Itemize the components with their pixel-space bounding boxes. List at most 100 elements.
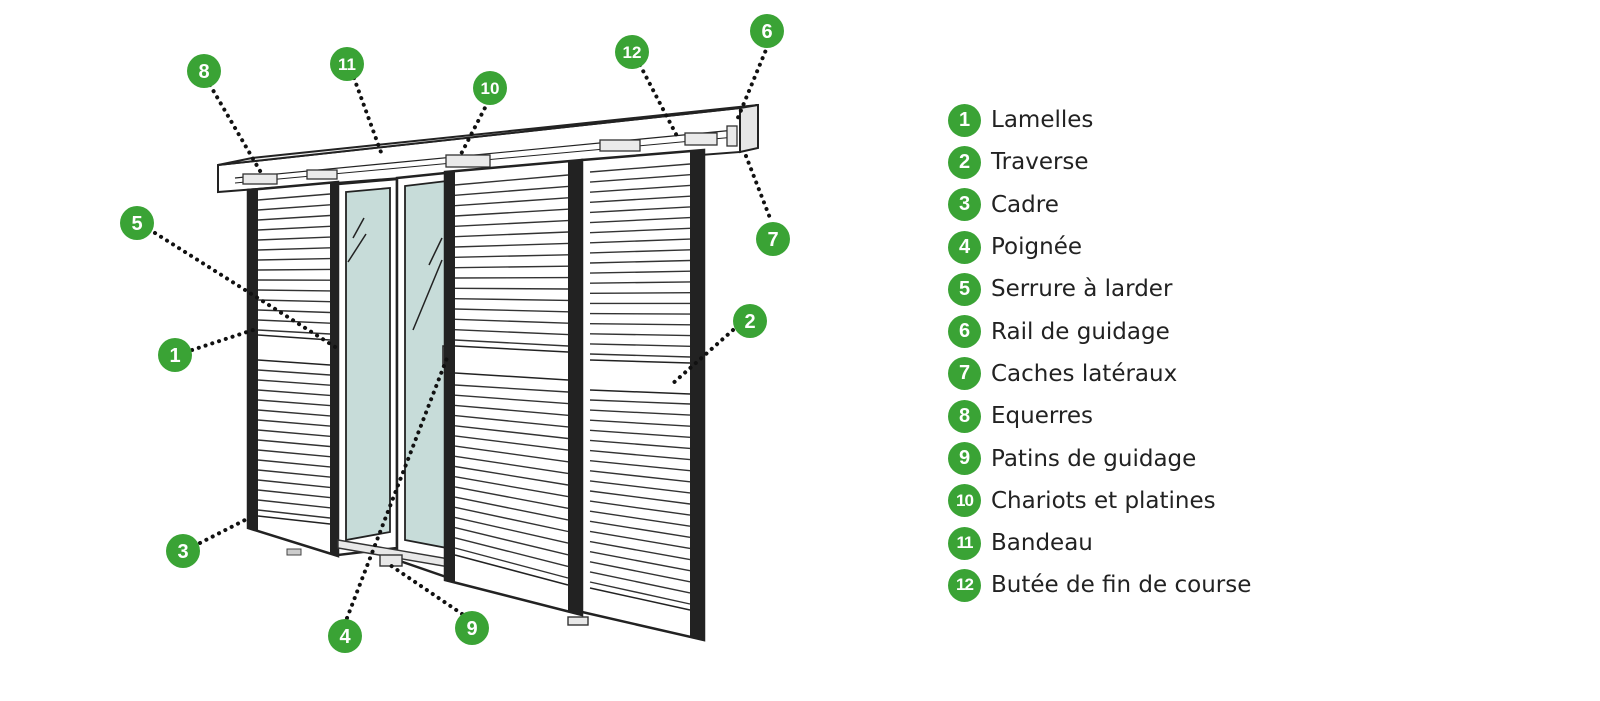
header-rail — [217, 103, 759, 194]
louver-slat — [454, 265, 569, 269]
legend-label: Poignée — [991, 234, 1082, 261]
louver-slat — [454, 455, 569, 475]
louver-slat — [257, 225, 331, 231]
legend-item: 11 Bandeau — [948, 522, 1251, 564]
legend-badge: 1 — [948, 103, 981, 137]
legend-label: Chariots et platines — [991, 487, 1216, 514]
louver-slat — [257, 499, 331, 509]
legend-label: Rail de guidage — [991, 318, 1170, 345]
louver-slat — [454, 425, 569, 440]
louver-slat — [257, 459, 331, 468]
louver-slat — [454, 208, 569, 217]
svg-text:5: 5 — [131, 213, 142, 235]
svg-text:9: 9 — [466, 618, 477, 640]
callout-9: 9 — [455, 611, 489, 645]
louver-slat — [454, 185, 569, 196]
legend-badge: 11 — [948, 526, 981, 560]
louver-slat — [257, 329, 331, 335]
louver-slat — [589, 312, 691, 315]
louver-slat — [589, 490, 691, 505]
louver-slat — [257, 449, 331, 458]
louver-slat — [589, 195, 691, 203]
louver-slat — [257, 379, 331, 386]
louver-slat — [454, 174, 569, 186]
louver-slat — [454, 242, 569, 248]
callout-5: 5 — [120, 206, 154, 240]
callout-1: 1 — [158, 338, 192, 372]
louver-slat — [257, 204, 331, 211]
legend-label: Cadre — [991, 191, 1059, 218]
legend-badge: 7 — [948, 357, 981, 391]
louver-slat — [454, 231, 569, 238]
legend-label: Bandeau — [991, 530, 1093, 557]
callout-11: 11 — [330, 47, 364, 81]
louver-slat — [589, 399, 691, 405]
legend-item: 4 Poignée — [948, 226, 1251, 268]
legend-badge: 2 — [948, 145, 981, 179]
louver-slat — [589, 270, 691, 274]
louver-slat — [454, 318, 569, 324]
panel-glass-left — [336, 177, 399, 557]
louver-slat — [454, 445, 569, 463]
louver-slat — [454, 308, 569, 313]
louver-slat — [454, 384, 569, 393]
panel-far-right-louvered — [580, 148, 706, 642]
louver-slat — [257, 236, 331, 241]
louver-slat — [454, 435, 569, 451]
louver-slat — [589, 480, 691, 494]
louver-slat — [589, 206, 691, 214]
louver-slat — [454, 404, 569, 416]
svg-text:3: 3 — [177, 541, 188, 563]
louver-slat — [257, 409, 331, 417]
louver-slat — [257, 389, 331, 397]
panel-left-louvered — [246, 180, 340, 558]
louver-slat — [454, 486, 569, 509]
callout-4: 4 — [328, 619, 362, 653]
louver-slat — [257, 193, 331, 201]
svg-text:8: 8 — [198, 61, 209, 83]
louver-slat — [589, 419, 691, 427]
legend-label: Butée de fin de course — [991, 572, 1252, 599]
callout-badges: 8 11 10 12 6 7 5 1 2 3 4 9 — [120, 14, 790, 653]
louver-slat — [589, 163, 691, 173]
callout-6: 6 — [750, 14, 784, 48]
legend-label: Traverse — [991, 149, 1089, 176]
legend-item: 2 Traverse — [948, 141, 1251, 183]
louver-slat — [257, 268, 331, 271]
louver-slat — [454, 197, 569, 207]
louver-slat — [257, 429, 331, 437]
louver-slat — [257, 439, 331, 448]
louver-slat — [589, 581, 691, 605]
legend-badge: 8 — [948, 399, 981, 433]
louver-slat — [257, 469, 331, 478]
legend-label: Equerres — [991, 403, 1093, 430]
louver-slat — [589, 460, 691, 472]
louver-slat — [589, 510, 691, 527]
louver-slat — [589, 571, 691, 594]
louver-slat — [589, 249, 691, 254]
louver-slat — [454, 496, 569, 521]
louver-slat — [589, 520, 691, 538]
louver-slat — [257, 214, 331, 221]
legend-badge: 4 — [948, 230, 981, 264]
callout-2: 2 — [733, 304, 767, 338]
louver-slat — [454, 219, 569, 227]
svg-text:11: 11 — [338, 55, 356, 74]
legend-item: 3 Cadre — [948, 184, 1251, 226]
louver-slat — [257, 369, 331, 376]
rail-carriages — [242, 125, 738, 185]
louver-slat — [454, 329, 569, 336]
legend-badge: 3 — [948, 188, 981, 222]
louver-slat — [589, 353, 691, 358]
louver-slat — [454, 287, 569, 290]
svg-text:6: 6 — [761, 21, 772, 43]
legend-item: 8 Equerres — [948, 395, 1251, 437]
callout-3: 3 — [166, 534, 200, 568]
